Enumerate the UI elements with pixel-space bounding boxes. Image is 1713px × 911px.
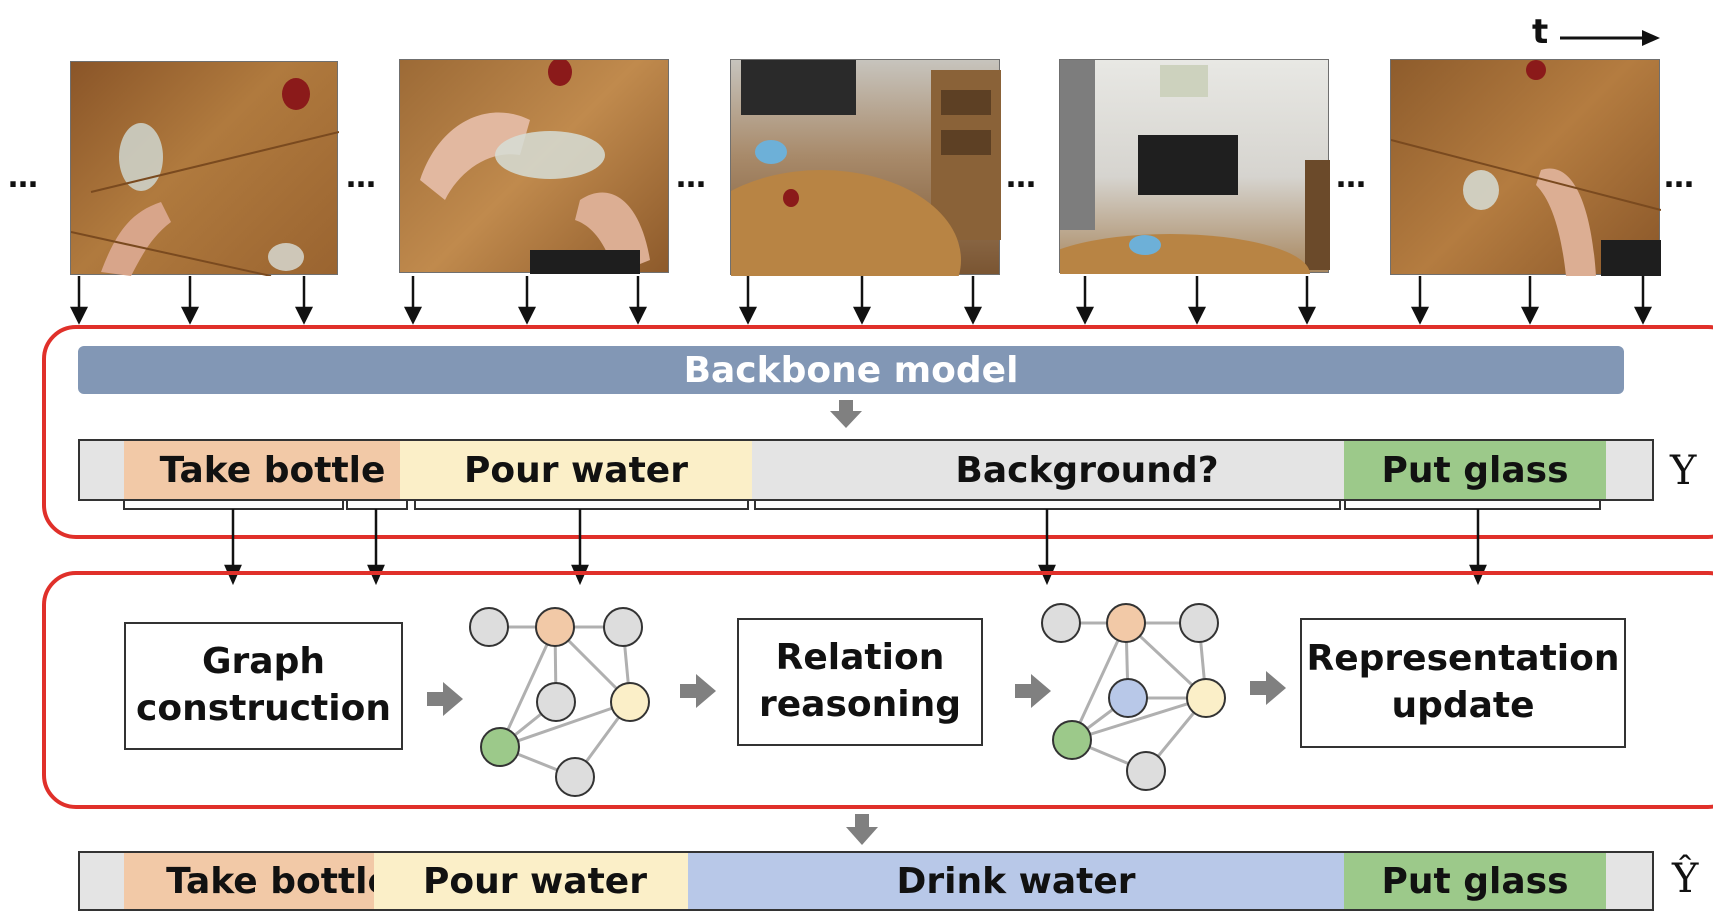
representation-update-box: Representation update (1300, 618, 1626, 748)
flow-arrow-icon (1015, 674, 1051, 708)
graph2-node-blue (1108, 678, 1148, 718)
graph-construction-line1: Graph (202, 641, 325, 683)
frame-feature-arrows (69, 276, 1653, 325)
flow-arrow-icon (427, 682, 463, 716)
y-hat-label: Ŷ (1672, 856, 1699, 902)
backbone-panel (42, 325, 1713, 539)
relation-reasoning-line1: Relation (775, 637, 945, 679)
graph-1 (469, 607, 650, 797)
ellipsis-0: … (8, 160, 40, 195)
graph1-node-orange (535, 607, 575, 647)
time-axis-label: t (1532, 12, 1549, 52)
video-frame-4 (1030, 59, 1330, 314)
segment-put-glass: Put glass (1344, 441, 1606, 499)
initial-segmentation-bar: Take bottle Pour water Background? Put g… (78, 439, 1654, 501)
graph1-node-yellow (610, 682, 650, 722)
relation-reasoning-box: Relation reasoning (737, 618, 983, 746)
graph2-node-gray (1179, 603, 1219, 643)
graph2-node-gray (1041, 603, 1081, 643)
graph1-node-gray (555, 757, 595, 797)
flow-arrow-icon (680, 674, 716, 708)
graph-construction-box: Graph construction (124, 622, 403, 750)
ellipsis-3: … (1006, 160, 1038, 195)
segment-put-glass: Put glass (1344, 853, 1606, 909)
segment-pour-water: Pour water (400, 441, 752, 499)
ellipsis-5: … (1664, 160, 1696, 195)
backbone-model-bar: Backbone model (78, 346, 1624, 394)
relation-reasoning-line2: reasoning (759, 684, 961, 725)
ellipsis-2: … (676, 160, 708, 195)
representation-update-line1: Representation (1306, 638, 1620, 680)
graph2-node-green (1052, 720, 1092, 760)
graph-reasoning-panel (42, 571, 1713, 809)
down-arrow-icon (846, 814, 878, 845)
down-arrow-icon (830, 400, 862, 428)
representation-update-line2: update (1391, 685, 1535, 726)
video-frame-3 (681, 59, 1001, 350)
video-frame-2 (399, 58, 669, 274)
segment-drink-water: Drink water (688, 853, 1344, 909)
y-label: Y (1670, 448, 1697, 494)
graph1-node-gray (536, 682, 576, 722)
flow-arrow-icon (1250, 671, 1286, 705)
video-frame-1 (70, 61, 340, 277)
refined-segmentation-bar: Take bottle Pour water Drink water Put g… (78, 851, 1654, 911)
graph2-node-yellow (1186, 678, 1226, 718)
graph2-node-orange (1106, 603, 1146, 643)
segment-take-bottle: Take bottle (124, 441, 421, 499)
graph1-node-gray (469, 607, 509, 647)
segment-pour-water: Pour water (374, 853, 696, 909)
video-frame-5 (1390, 59, 1662, 276)
graph1-node-gray (603, 607, 643, 647)
ellipsis-4: … (1336, 160, 1368, 195)
graph-2 (1041, 603, 1226, 791)
graph2-node-gray (1126, 751, 1166, 791)
segment-background: Background? (752, 441, 1422, 499)
graph-construction-line2: construction (136, 688, 391, 729)
graph1-node-green (480, 727, 520, 767)
ellipsis-1: … (346, 160, 378, 195)
time-arrow-icon (1560, 30, 1660, 46)
